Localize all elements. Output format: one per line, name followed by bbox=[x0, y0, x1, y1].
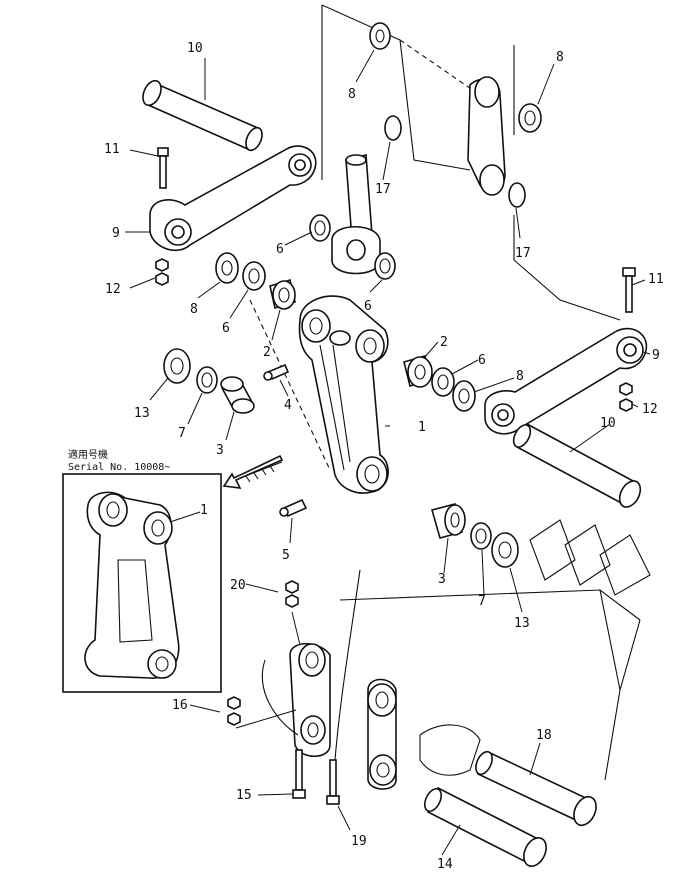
bolt-11-right bbox=[622, 267, 636, 313]
bolt-15 bbox=[292, 749, 306, 799]
callout-9-right: 9 bbox=[652, 348, 660, 363]
main-link-1 bbox=[298, 295, 389, 494]
pin-18 bbox=[475, 750, 597, 827]
callout-6-mid-right: 6 bbox=[478, 353, 486, 368]
callout-8-upper-right: 8 bbox=[556, 50, 564, 65]
seals-7 bbox=[196, 366, 492, 550]
callout-13-left: 13 bbox=[134, 406, 150, 421]
callout-10-right: 10 bbox=[600, 416, 616, 431]
callout-7-left: 7 bbox=[178, 426, 186, 441]
bushings-6 bbox=[242, 214, 455, 397]
callout-7-right: 7 bbox=[478, 594, 486, 609]
callout-10-upper: 10 bbox=[187, 41, 203, 56]
pin-10-right bbox=[512, 422, 642, 508]
inset-link-part-1 bbox=[84, 491, 180, 679]
callout-1-main: 1 bbox=[418, 420, 426, 435]
link-9-upper bbox=[149, 145, 317, 252]
nuts-12-left bbox=[155, 258, 169, 286]
callout-5: 5 bbox=[282, 548, 290, 563]
callout-17-upper: 17 bbox=[375, 182, 391, 197]
link-9-right bbox=[484, 327, 648, 435]
callout-6-right: 6 bbox=[364, 299, 372, 314]
callout-8-mid-left: 8 bbox=[190, 302, 198, 317]
lower-bracket bbox=[261, 642, 331, 758]
inset-applicable-label: 適用号機 bbox=[68, 448, 108, 461]
callout-2-right: 2 bbox=[440, 335, 448, 350]
o-rings-17 bbox=[384, 115, 526, 208]
callout-6-left: 6 bbox=[222, 321, 230, 336]
bushings-2 bbox=[269, 278, 433, 388]
callout-2-left: 2 bbox=[263, 345, 271, 360]
callout-16: 16 bbox=[172, 698, 188, 713]
nuts-20 bbox=[285, 580, 299, 608]
collar-3-right bbox=[431, 503, 466, 539]
callout-14: 14 bbox=[437, 857, 453, 872]
callout-12-right: 12 bbox=[642, 402, 658, 417]
leader-lines bbox=[125, 49, 651, 856]
callout-18: 18 bbox=[536, 728, 552, 743]
washers-8 bbox=[215, 22, 542, 412]
callout-labels: 10 8 8 11 9 12 17 17 6 6 8 6 2 2 6 8 11 … bbox=[104, 41, 664, 872]
callout-8-upper-left: 8 bbox=[348, 87, 356, 102]
lower-hinge bbox=[367, 678, 481, 790]
nuts-12-right bbox=[619, 382, 633, 412]
collar-3-left bbox=[220, 376, 255, 414]
callout-15: 15 bbox=[236, 788, 252, 803]
grease-fitting-4 bbox=[263, 363, 290, 381]
callout-8-mid-right: 8 bbox=[516, 369, 524, 384]
upper-bracket bbox=[467, 76, 506, 196]
shims-13 bbox=[163, 348, 519, 568]
callout-1-inset: 1 bbox=[200, 503, 208, 518]
bucket-outline bbox=[321, 4, 651, 781]
nuts-16 bbox=[227, 696, 241, 726]
callout-12-left: 12 bbox=[105, 282, 121, 297]
callout-3-left: 3 bbox=[216, 443, 224, 458]
direction-arrow bbox=[222, 454, 284, 489]
cylinder-rod bbox=[331, 153, 381, 275]
callout-6-upper: 6 bbox=[276, 242, 284, 257]
callout-4: 4 bbox=[284, 398, 292, 413]
callout-11-left: 11 bbox=[104, 142, 120, 157]
callout-3-right: 3 bbox=[438, 572, 446, 587]
grease-fitting-5 bbox=[279, 498, 308, 518]
inset-box: 適用号機 Serial No. 10008~ bbox=[62, 448, 222, 693]
pin-10-upper bbox=[142, 79, 263, 152]
callout-19: 19 bbox=[351, 834, 367, 849]
callout-11-right: 11 bbox=[648, 272, 664, 287]
callout-17-lower: 17 bbox=[515, 246, 531, 261]
callout-9-left: 9 bbox=[112, 226, 120, 241]
bolt-11-left bbox=[157, 147, 169, 189]
callout-20: 20 bbox=[230, 578, 246, 593]
bolt-19 bbox=[326, 759, 340, 805]
inset-serial-label: Serial No. 10008~ bbox=[68, 462, 170, 473]
pin-14 bbox=[423, 786, 547, 867]
callout-13-right: 13 bbox=[514, 616, 530, 631]
dashed-guides bbox=[249, 39, 481, 471]
